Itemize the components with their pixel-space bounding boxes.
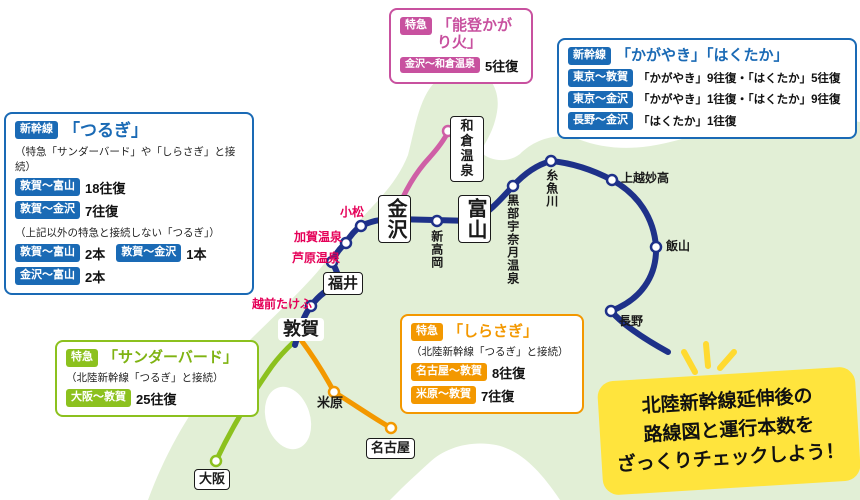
frequency-value: 1本	[186, 246, 207, 262]
station-label-nagoya: 名古屋	[366, 438, 416, 459]
station-marker-itoigawa	[544, 154, 558, 168]
route-badge: 東京〜金沢	[568, 90, 633, 109]
route-badge: 敦賀〜富山	[15, 178, 80, 196]
route-badge: 東京〜敦賀	[568, 68, 633, 87]
route-badge: 敦賀〜金沢	[15, 201, 80, 219]
frequency-value: 2本	[85, 246, 106, 262]
frequency-value: 8往復	[492, 365, 526, 381]
station-label-nagano: 長野	[619, 314, 644, 328]
train-name: 「サンダーバード」	[103, 349, 238, 366]
route-badge: 長野〜金沢	[568, 112, 633, 130]
train-name: 「能登かがり火」	[437, 17, 513, 52]
route-badge: 米原〜敦賀	[411, 386, 476, 405]
station-label-awara-onsen: 芦原温泉	[292, 251, 341, 265]
station-marker-maibara	[327, 385, 341, 399]
thunderbird-line	[213, 334, 302, 464]
route-badge: 大阪〜敦賀	[66, 389, 131, 408]
connection-note: （北陸新幹線「つるぎ」と接続）	[411, 345, 569, 358]
station-label-shin-takaoka: 新高岡	[429, 230, 444, 269]
category-badge: 特急	[400, 17, 432, 35]
frequency-value: 「はくたか」1往復	[638, 116, 737, 129]
station-marker-shin-takaoka	[430, 214, 444, 228]
connection-note: （北陸新幹線「つるぎ」と接続）	[66, 371, 224, 384]
frequency-value: 25往復	[136, 391, 177, 407]
frequency-value: 2本	[85, 269, 106, 285]
station-marker-nagoya	[384, 421, 398, 435]
station-label-fukui: 福井	[323, 272, 364, 296]
frequency-value: 7往復	[85, 203, 119, 219]
frequency-value: 「かがやき」1往復・「はくたか」9往復	[638, 94, 841, 107]
station-marker-kaga-onsen	[339, 236, 353, 250]
route-badge: 敦賀〜富山	[15, 244, 80, 262]
station-label-iiyama: 飯山	[666, 239, 691, 253]
station-label-kurobe-unazuki-onsen: 黒部宇奈月温泉	[505, 194, 520, 285]
station-marker-osaka	[209, 454, 223, 468]
train-name: 「かがやき」「はくたか」	[616, 47, 789, 64]
station-label-kaga-onsen: 加賀温泉	[294, 230, 343, 244]
station-label-wakura-onsen: 和倉温泉	[450, 116, 484, 182]
route-badge: 金沢〜富山	[15, 267, 80, 285]
frequency-value: 18往復	[85, 180, 126, 196]
category-badge: 新幹線	[15, 121, 58, 139]
summary-note: 北陸新幹線延伸後の 路線図と運行本数を ざっくりチェックしよう！	[596, 366, 860, 496]
train-name: 「しらさぎ」	[448, 323, 539, 340]
info-box-noto-kagaribi: 特急 「能登かがり火」 金沢〜和倉温泉 5往復	[389, 8, 533, 84]
station-marker-awara-onsen	[325, 255, 339, 269]
station-marker-joetsu-myoko	[605, 173, 619, 187]
station-label-osaka: 大阪	[194, 469, 231, 490]
station-label-echizen-takefu: 越前たけふ	[252, 297, 313, 311]
lake-biwa	[264, 386, 312, 450]
info-box-kagayaki-hakutaka: 新幹線 「かがやき」「はくたか」 東京〜敦賀 「かがやき」9往復・「はくたか」5…	[557, 38, 857, 139]
station-marker-kurobe-unazuki-onsen	[506, 179, 520, 193]
frequency-value: 「かがやき」9往復・「はくたか」5往復	[638, 72, 841, 85]
info-box-thunderbird: 特急 「サンダーバード」 （北陸新幹線「つるぎ」と接続） 大阪〜敦賀 25往復	[55, 340, 259, 417]
category-badge: 特急	[411, 323, 443, 341]
route-badge: 名古屋〜敦賀	[411, 363, 487, 382]
route-badge: 敦賀〜金沢	[116, 244, 182, 262]
station-label-kanazawa: 金沢	[378, 195, 411, 243]
train-name: 「つるぎ」	[63, 121, 148, 140]
category-badge: 新幹線	[568, 47, 611, 65]
sparkle-icon	[681, 341, 737, 375]
station-label-toyama: 富山	[458, 195, 491, 243]
connection-note: （特急「サンダーバード」や「しらさぎ」と接続）	[15, 145, 236, 173]
station-label-komatsu: 小松	[340, 205, 365, 219]
route-badge: 金沢〜和倉温泉	[400, 56, 480, 74]
station-label-itoigawa: 糸魚川	[544, 169, 559, 208]
station-label-tsuruga: 敦賀	[278, 318, 324, 341]
frequency-value: 7往復	[481, 388, 515, 404]
connection-note: （上記以外の特急と接続しない「つるぎ」）	[15, 226, 220, 239]
station-marker-komatsu	[354, 219, 368, 233]
station-label-maibara: 米原	[317, 395, 344, 410]
station-label-joetsu-myoko: 上越妙高	[621, 171, 670, 185]
info-box-tsurugi: 新幹線 「つるぎ」 （特急「サンダーバード」や「しらさぎ」と接続） 敦賀〜富山 …	[4, 112, 254, 295]
station-marker-iiyama	[649, 240, 663, 254]
station-marker-nagano	[604, 304, 618, 318]
category-badge: 特急	[66, 349, 98, 367]
info-box-shirasagi: 特急 「しらさぎ」 （北陸新幹線「つるぎ」と接続） 名古屋〜敦賀 8往復 米原〜…	[400, 314, 584, 414]
frequency-value: 5往復	[485, 58, 519, 74]
station-marker-echizen-takefu	[304, 299, 318, 313]
